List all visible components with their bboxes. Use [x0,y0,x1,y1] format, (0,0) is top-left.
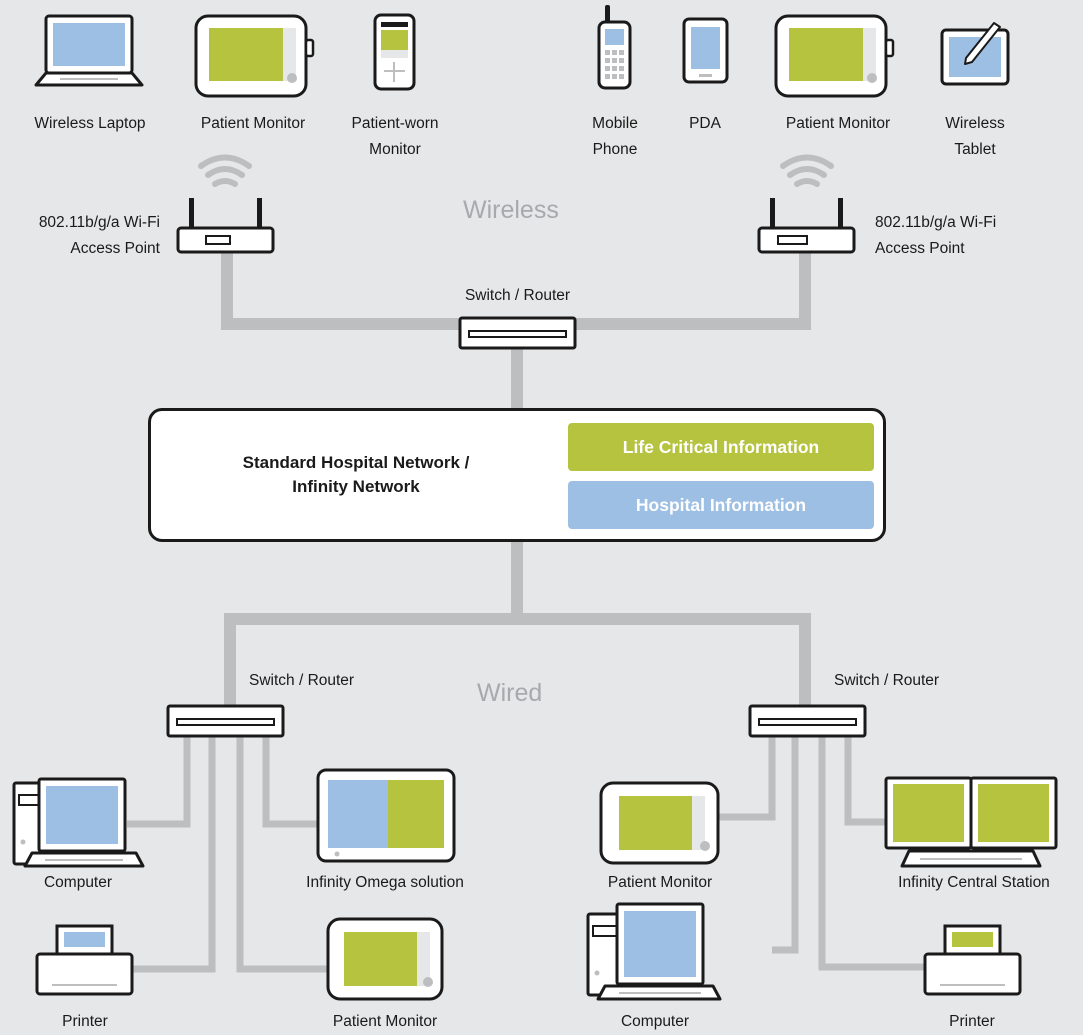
patient-worn-monitor-label-line1: Patient-worn [351,115,439,132]
access-point-label-right: 802.11b/g/a Wi-Fi Access Point [875,210,1055,262]
patient-monitor-icon [599,781,720,865]
patient-monitor-icon [194,14,315,98]
hub-title: Standard Hospital Network / Infinity Net… [191,451,521,499]
access-point-right-line2: Access Point [875,240,965,257]
computer-label: Computer [620,1013,690,1030]
patient-worn-monitor-icon [373,13,416,91]
hub-title-line2: Infinity Network [292,477,420,496]
wifi-signal-icon [780,154,834,187]
computer-icon [12,777,145,868]
computer-icon [586,902,722,1001]
switch-router-label-top: Switch / Router [464,287,571,304]
access-point-right-line1: 802.11b/g/a Wi-Fi [875,214,997,231]
wired-branch-lines [127,735,928,973]
wired-section-label: Wired [477,679,543,707]
access-point-left-line1: 802.11b/g/a Wi-Fi [38,214,160,231]
patient-monitor-icon [326,917,444,1001]
connector-lines [221,250,811,706]
mobile-phone-label-line2: Phone [592,141,638,158]
patient-worn-monitor-label: Patient-worn Monitor [325,111,465,163]
wireless-tablet-label-line2: Tablet [954,141,996,158]
switch-router-icon [458,316,577,350]
printer-icon [35,924,134,996]
patient-monitor-label: Patient Monitor [332,1013,438,1030]
patient-monitor-label: Patient Monitor [785,115,891,132]
access-point-left-line2: Access Point [70,240,160,257]
switch-router-label-right: Switch / Router [834,672,940,689]
wireless-laptop-label: Wireless Laptop [34,115,146,132]
patient-monitor-label: Patient Monitor [200,115,306,132]
laptop-icon [34,14,144,87]
hospital-network-hub: Standard Hospital Network / Infinity Net… [148,408,886,542]
access-point-icon [176,198,275,254]
infinity-omega-label: Infinity Omega solution [306,874,464,891]
pda-icon [682,17,729,84]
mobile-phone-icon [597,5,632,90]
patient-monitor-icon [774,14,895,98]
patient-monitor-label: Patient Monitor [607,874,713,891]
infinity-central-station-label: Infinity Central Station [898,874,1050,891]
infinity-omega-icon [316,768,456,863]
switch-router-icon [748,704,867,738]
switch-router-icon [166,704,285,738]
wireless-section-label: Wireless [463,196,559,224]
access-point-icon [757,198,856,254]
hospital-information-badge: Hospital Information [568,481,874,529]
printer-label: Printer [949,1013,995,1030]
computer-label: Computer [43,874,113,891]
hub-title-line1: Standard Hospital Network / [242,453,470,472]
switch-router-label-left: Switch / Router [249,672,355,689]
mobile-phone-label: Mobile Phone [565,111,665,163]
pda-label: PDA [689,115,721,132]
tablet-icon [940,22,1010,86]
access-point-label-left: 802.11b/g/a Wi-Fi Access Point [0,210,160,262]
printer-label: Printer [62,1013,108,1030]
printer-icon [923,924,1022,996]
infinity-central-station-icon [884,776,1058,868]
mobile-phone-label-line1: Mobile [592,115,638,132]
wireless-tablet-label-line1: Wireless [945,115,1005,132]
patient-worn-monitor-label-line2: Monitor [369,141,421,158]
wireless-tablet-label: Wireless Tablet [925,111,1025,163]
life-critical-information-badge: Life Critical Information [568,423,874,471]
wifi-signal-icon [198,154,252,187]
